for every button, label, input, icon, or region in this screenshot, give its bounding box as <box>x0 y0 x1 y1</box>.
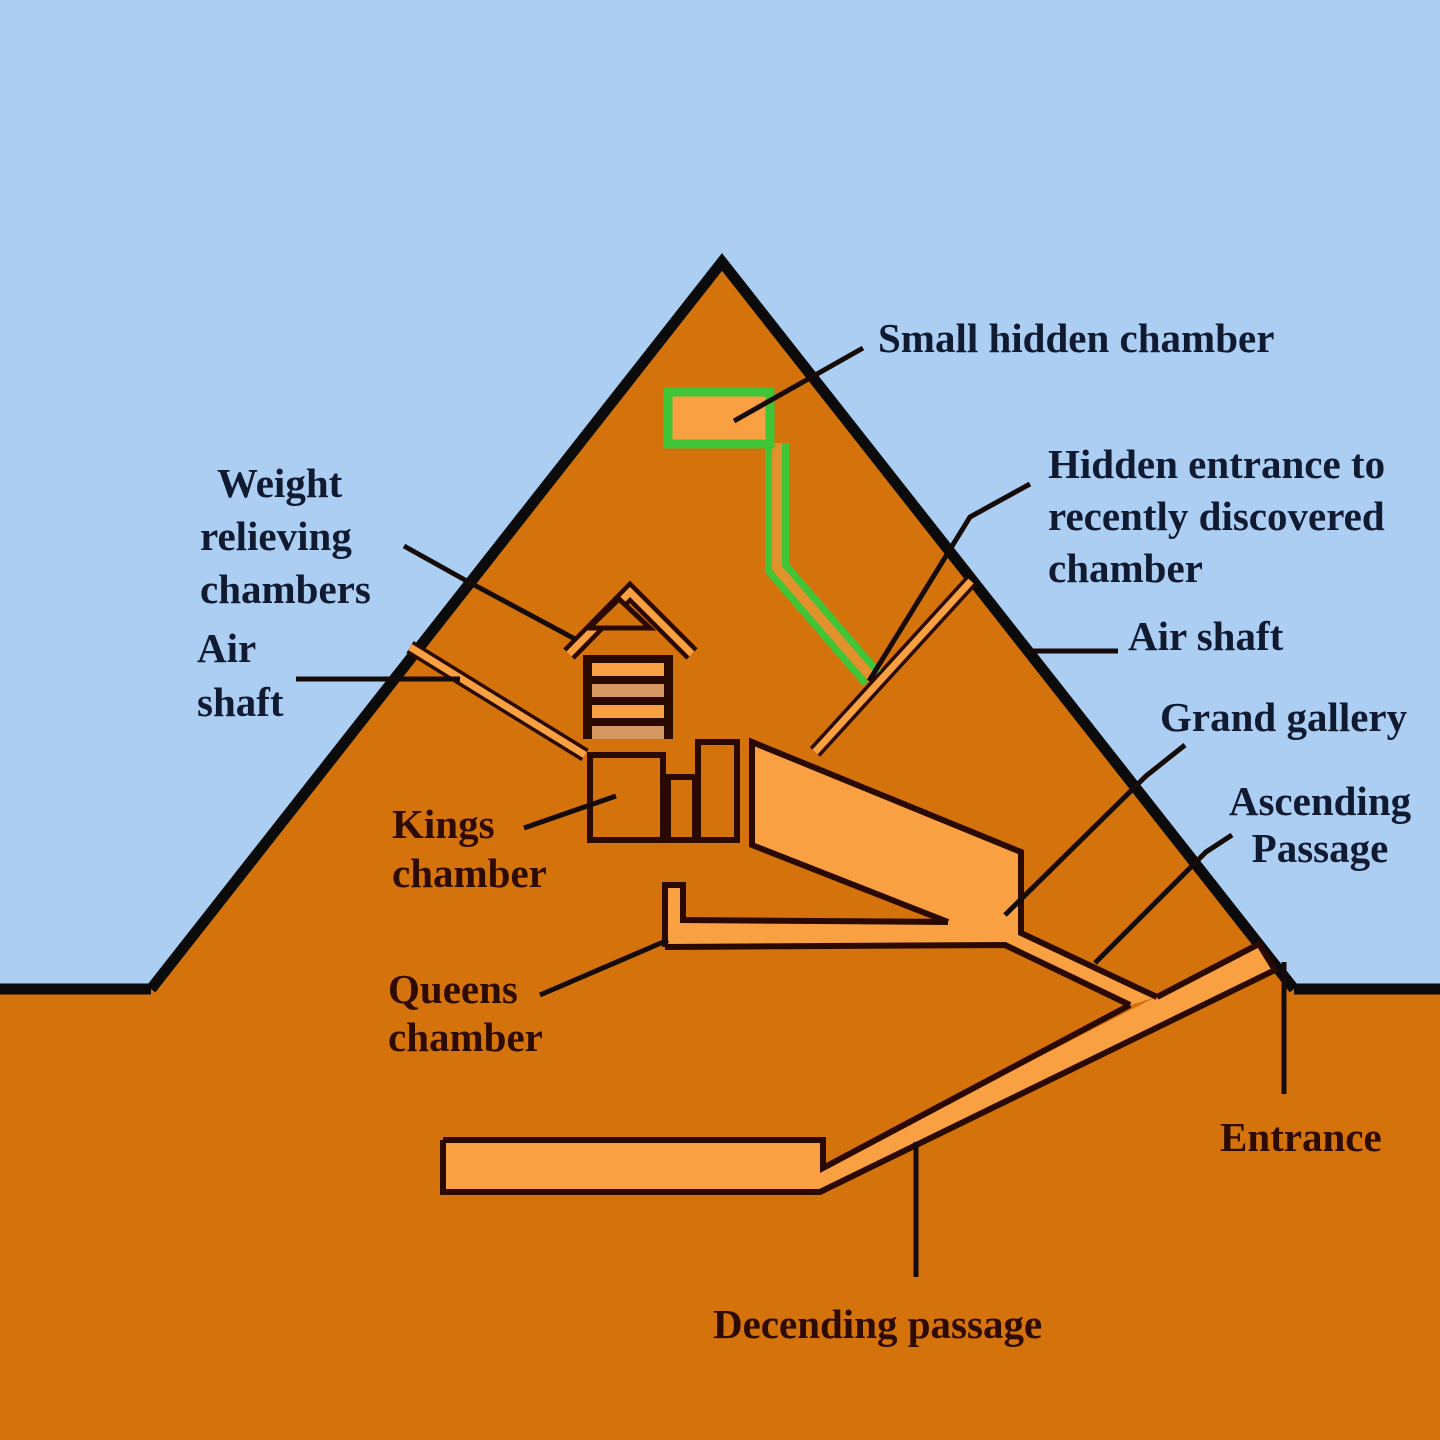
descending-passage-top-edge <box>443 1002 1132 1173</box>
hidden-entrance-label-line2: recently discovered <box>1048 493 1385 539</box>
kings-antechamber-tall <box>695 739 740 843</box>
relieving-layer-2 <box>592 684 664 697</box>
grand-gallery-label: Grand gallery <box>1160 694 1408 740</box>
descending-passage-label: Decending passage <box>713 1301 1042 1347</box>
ascending-passage-label-line2: Passage <box>1252 825 1389 871</box>
hidden-shaft <box>772 443 876 682</box>
air-shaft-left <box>408 644 587 758</box>
queens-chamber-label-line2: chamber <box>388 1014 543 1060</box>
descending-passage-bottom-edge <box>440 940 1280 1195</box>
hidden-entrance-label-line1: Hidden entrance to <box>1048 441 1385 487</box>
relieving-layer-3 <box>592 705 664 718</box>
queens-chamber-label-line1: Queens <box>388 966 518 1012</box>
air-shaft-left-label-line1: Air <box>197 625 256 671</box>
entrance-label: Entrance <box>1220 1114 1382 1160</box>
pyramid-body <box>151 262 1294 989</box>
small-hidden-chamber-label: Small hidden chamber <box>878 315 1274 361</box>
grand-gallery-outline <box>749 737 1159 1000</box>
pyramid-faces-outline <box>146 253 1299 993</box>
queens-chamber-outline <box>662 882 949 947</box>
air-shaft-right-label: Air shaft <box>1128 613 1284 659</box>
air-shaft-left-label-line2: shaft <box>197 679 284 725</box>
small-hidden-chamber <box>663 387 775 449</box>
kings-chamber-label-line2: chamber <box>392 850 547 896</box>
small-hidden-chamber-pointer-line <box>732 345 865 424</box>
weight-relieving-label-line3: chambers <box>200 566 371 612</box>
kings-chamber-label-line1: Kings <box>392 801 495 847</box>
descending-passage-and-subterranean-chamber <box>443 944 1275 1192</box>
weight-relieving-pointer-line <box>402 543 577 642</box>
weight-relieving-label-line2: relieving <box>200 513 352 559</box>
relieving-layer-4 <box>592 726 664 739</box>
queens-chamber-pointer-line <box>539 937 669 998</box>
kings-chamber <box>587 752 666 843</box>
ascending-passage-lower-edge <box>664 941 1132 1008</box>
hidden-entrance-label-line3: chamber <box>1048 545 1203 591</box>
gabled-roof-beams <box>566 587 695 657</box>
ascending-passage-label-line1: Ascending <box>1229 778 1412 824</box>
roof-inner-triangle <box>582 595 657 631</box>
grand-gallery-pointer-line <box>1003 743 1187 917</box>
relieving-layer-1 <box>592 663 664 676</box>
ascending-passage-pointer-line <box>1093 832 1234 965</box>
air-shaft-right <box>812 578 974 755</box>
ground <box>0 984 1440 1440</box>
weight-relieving-label-line1: Weight <box>217 460 343 506</box>
hidden-entrance-pointer-line <box>866 481 1032 683</box>
kings-chamber-pointer-line <box>523 793 617 831</box>
